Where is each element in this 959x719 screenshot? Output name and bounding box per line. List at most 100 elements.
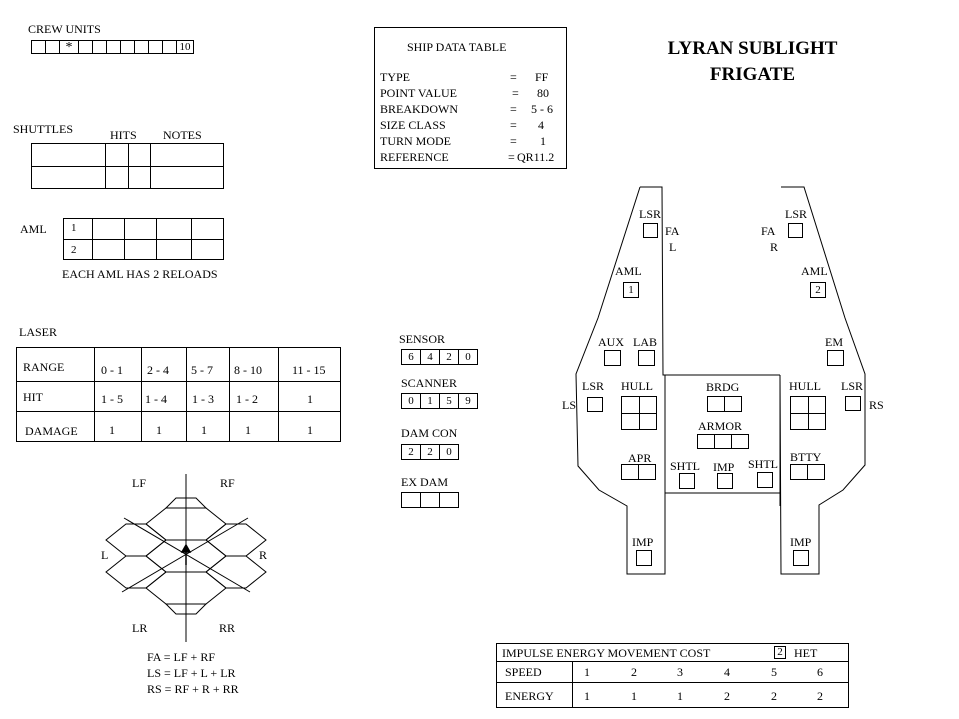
ship-data-table: SHIP DATA TABLE TYPE = FF POINT VALUE = … bbox=[374, 27, 567, 169]
ssd-armor-box[interactable] bbox=[714, 434, 732, 449]
movement-speed-label: SPEED bbox=[505, 665, 542, 679]
ssd-imp-right-box[interactable] bbox=[793, 550, 809, 566]
laser-hit-2: 1 - 4 bbox=[145, 392, 167, 406]
ssd-imp-left-box[interactable] bbox=[636, 550, 652, 566]
ssd-far-label-1: FA bbox=[761, 224, 776, 238]
ship-data-ref-label: REFERENCE bbox=[380, 150, 449, 164]
title-line-1: LYRAN SUBLIGHT bbox=[667, 38, 838, 59]
ship-outline bbox=[575, 186, 866, 575]
aml-reload-note: EACH AML HAS 2 RELOADS bbox=[62, 267, 218, 281]
ssd-aml-right-box[interactable]: 2 bbox=[810, 282, 826, 298]
ssd-imp-left-label: IMP bbox=[632, 535, 654, 549]
ssd-far-label-2: R bbox=[770, 240, 779, 254]
ssd-aml-right-label: AML bbox=[801, 264, 828, 278]
ssd-shtl-right-label: SHTL bbox=[748, 457, 778, 471]
ssd-hull-right-grid[interactable] bbox=[790, 396, 826, 430]
ssd-brdg-box[interactable] bbox=[707, 396, 725, 412]
ssd-apr-box[interactable] bbox=[638, 464, 656, 480]
ssd-armor-label: ARMOR bbox=[698, 419, 743, 433]
ssd-aux-box[interactable] bbox=[604, 350, 621, 366]
shuttles-grid bbox=[31, 143, 224, 189]
ssd-lsr-left-side-box[interactable] bbox=[587, 397, 603, 412]
ssd-imp-right-label: IMP bbox=[790, 535, 812, 549]
laser-damage-3: 1 bbox=[201, 423, 207, 437]
title-line-2: FRIGATE bbox=[709, 64, 796, 85]
laser-damage-1: 1 bbox=[109, 423, 115, 437]
movement-het-label: HET bbox=[794, 646, 818, 660]
ship-arrow-icon bbox=[180, 543, 192, 565]
laser-range-label: RANGE bbox=[23, 360, 65, 374]
ssd-brdg-box[interactable] bbox=[724, 396, 742, 412]
ssd-armor-box[interactable] bbox=[731, 434, 749, 449]
scanner-box-4[interactable]: 9 bbox=[458, 393, 478, 409]
ship-data-type-value: FF bbox=[535, 70, 549, 84]
ship-data-turn-eq: = bbox=[510, 134, 517, 148]
exdam-box[interactable] bbox=[439, 492, 459, 508]
laser-label: LASER bbox=[19, 325, 58, 339]
ssd-lsr-right-side-label: LSR bbox=[841, 379, 864, 393]
ship-data-type-label: TYPE bbox=[380, 70, 410, 84]
movement-speed-3: 3 bbox=[677, 665, 683, 679]
movement-het-box[interactable]: 2 bbox=[774, 646, 786, 659]
ssd-lsr-left-side-label: LSR bbox=[582, 379, 605, 393]
movement-title: IMPULSE ENERGY MOVEMENT COST bbox=[502, 646, 711, 660]
ssd-lsr-right-fwd-box[interactable] bbox=[788, 223, 803, 238]
laser-hit-label: HIT bbox=[23, 390, 43, 404]
ssd-lsr-right-fwd-label: LSR bbox=[785, 207, 808, 221]
hex-lf bbox=[105, 523, 167, 557]
ssd-lab-label: LAB bbox=[633, 335, 657, 349]
shuttles-notes-header: NOTES bbox=[163, 128, 202, 142]
sensor-label: SENSOR bbox=[399, 332, 446, 346]
ssd-armor-box[interactable] bbox=[697, 434, 715, 449]
hex-petal-bottom bbox=[164, 603, 208, 615]
ssd-hull-left-label: HULL bbox=[621, 379, 653, 393]
ship-data-ref-value: QR11.2 bbox=[517, 150, 555, 164]
ssd-apr-label: APR bbox=[628, 451, 652, 465]
arc-label-rf: RF bbox=[220, 476, 235, 490]
ssd-fal-label-2: L bbox=[669, 240, 677, 254]
ssd-lsr-left-fwd-box[interactable] bbox=[643, 223, 658, 238]
ship-data-pv-value: 80 bbox=[537, 86, 549, 100]
damcon-box-3[interactable]: 0 bbox=[439, 444, 459, 460]
crew-box-max[interactable]: 10 bbox=[176, 40, 194, 54]
ssd-btty-label: BTTY bbox=[790, 450, 822, 464]
laser-damage-label: DAMAGE bbox=[25, 424, 78, 438]
arc-label-r: R bbox=[259, 548, 268, 562]
ssd-imp-center-label: IMP bbox=[713, 460, 735, 474]
hex-rf bbox=[205, 523, 267, 557]
ship-data-size-eq: = bbox=[510, 118, 517, 132]
aml-label: AML bbox=[20, 222, 47, 236]
ship-data-ref-eq: = bbox=[508, 150, 515, 164]
ssd-lsr-right-side-box[interactable] bbox=[845, 396, 861, 411]
hex-lr bbox=[105, 555, 167, 589]
sensor-box-4[interactable]: 0 bbox=[458, 349, 478, 365]
ssd-lab-box[interactable] bbox=[638, 350, 655, 366]
shuttles-label: SHUTTLES bbox=[13, 122, 73, 136]
ssd-lsr-left-fwd-label: LSR bbox=[639, 207, 662, 221]
laser-range-2: 2 - 4 bbox=[147, 363, 169, 377]
ssd-aml-left-box[interactable]: 1 bbox=[623, 282, 639, 298]
movement-speed-5: 5 bbox=[771, 665, 777, 679]
ssd-hull-right-label: HULL bbox=[789, 379, 821, 393]
laser-range-1: 0 - 1 bbox=[101, 363, 123, 377]
ship-data-size-label: SIZE CLASS bbox=[380, 118, 446, 132]
ship-data-title: SHIP DATA TABLE bbox=[407, 40, 507, 54]
ssd-aml-left-label: AML bbox=[615, 264, 642, 278]
ssd-shtl-left-box[interactable] bbox=[679, 473, 695, 489]
ssd-btty-box[interactable] bbox=[807, 464, 825, 480]
ship-data-size-value: 4 bbox=[538, 118, 544, 132]
ssd-hull-left-grid[interactable] bbox=[621, 396, 657, 430]
aml-row-1: 1 bbox=[71, 222, 77, 234]
ssd-btty-box[interactable] bbox=[790, 464, 808, 480]
ssd-shtl-left-label: SHTL bbox=[670, 459, 700, 473]
ssd-em-box[interactable] bbox=[827, 350, 844, 366]
laser-hit-4: 1 - 2 bbox=[236, 392, 258, 406]
arc-label-l: L bbox=[101, 548, 109, 562]
ssd-imp-center-box[interactable] bbox=[717, 473, 733, 489]
page-title: LYRAN SUBLIGHT FRIGATE bbox=[640, 36, 865, 88]
ssd-apr-box[interactable] bbox=[621, 464, 639, 480]
ssd-em-label: EM bbox=[825, 335, 843, 349]
ssd-shtl-right-box[interactable] bbox=[757, 472, 773, 488]
movement-energy-label: ENERGY bbox=[505, 689, 554, 703]
